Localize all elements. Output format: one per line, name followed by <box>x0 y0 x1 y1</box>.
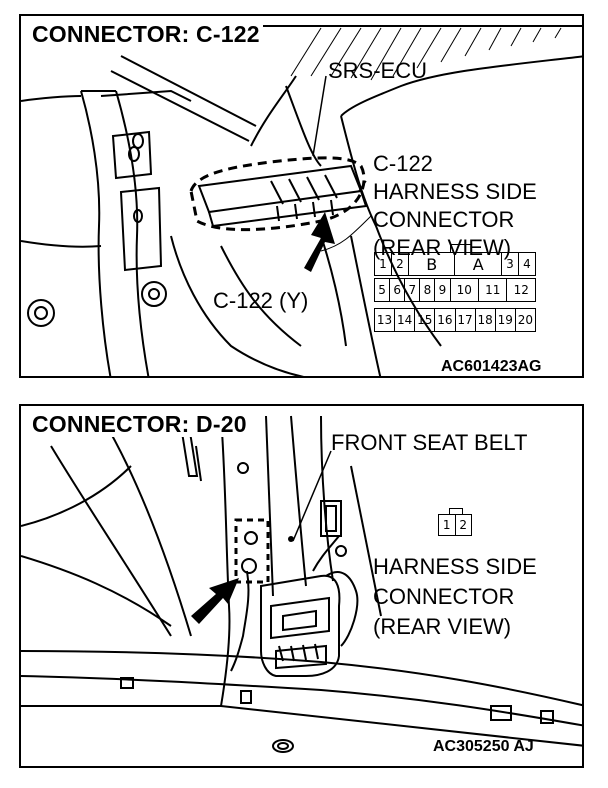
harness-side-line: HARNESS SIDE <box>373 554 537 579</box>
pin-cell: 14 <box>394 308 416 332</box>
pin-cell: 1 <box>438 514 456 536</box>
connector-id-line: C-122 <box>373 151 433 176</box>
seat-belt-location-illustration <box>21 415 582 753</box>
c122-pinout-diagram: 1 2 B A 3 4 5 6 7 8 9 10 11 12 13 <box>373 244 537 350</box>
connector-line: CONNECTOR <box>373 207 515 232</box>
pin-cell: 6 <box>389 278 406 302</box>
pin-cell: 4 <box>517 252 537 276</box>
pin-cell: B <box>407 252 456 276</box>
panel-title: CONNECTOR: D-20 <box>29 411 250 438</box>
connector-line: CONNECTOR <box>373 584 515 609</box>
srs-ecu-label: SRS-ECU <box>328 58 428 83</box>
pin-cell: 12 <box>506 278 536 302</box>
pin-cell: 1 <box>374 252 392 276</box>
pin-cell: 11 <box>478 278 508 302</box>
rear-view-line: (REAR VIEW) <box>373 614 512 639</box>
figure-code: AC305250 AJ <box>433 738 534 755</box>
figure-code: AC601423AG <box>441 358 542 375</box>
pinout-row-2: 5 6 7 8 9 10 11 12 <box>373 278 536 302</box>
connector-d20-panel: CONNECTOR: D-20 FRONT SEAT BELT 1 2 HARN… <box>19 404 584 768</box>
harness-connector-label: HARNESS SIDE CONNECTOR (REAR VIEW) <box>373 552 537 642</box>
pin-cell: 5 <box>373 278 391 302</box>
connector-key-tab <box>449 508 463 515</box>
pin-cell: 2 <box>454 514 472 536</box>
pin-cell: 17 <box>454 308 476 332</box>
pin-cell: 15 <box>414 308 436 332</box>
pinout-row-1: 1 2 B A 3 4 <box>374 252 537 276</box>
pin-cell: 13 <box>373 308 396 332</box>
pin-cell: 7 <box>404 278 421 302</box>
pinout-row-3: 13 14 15 16 17 18 19 20 <box>373 308 537 332</box>
connector-c122-panel: CONNECTOR: C-122 SRS-ECU C-122 HARNESS S… <box>19 14 584 378</box>
pin-cell: 19 <box>494 308 516 332</box>
srs-ecu-location-illustration <box>21 25 582 376</box>
seat-belt-label: FRONT SEAT BELT <box>331 430 528 455</box>
harness-side-line: HARNESS SIDE <box>373 179 537 204</box>
connector-key-tab <box>450 244 472 253</box>
d20-pinout-diagram: 1 2 <box>438 514 472 536</box>
pin-cell: 2 <box>391 252 409 276</box>
panel-title: CONNECTOR: C-122 <box>29 21 263 48</box>
pin-cell: 3 <box>500 252 519 276</box>
pin-cell: 20 <box>514 308 537 332</box>
pin-cell: 18 <box>474 308 496 332</box>
pin-cell: A <box>454 252 502 276</box>
connector-color-label: C-122 (Y) <box>213 288 309 313</box>
pin-cell: 10 <box>449 278 480 302</box>
pin-cell: 9 <box>434 278 451 302</box>
pin-cell: 16 <box>434 308 456 332</box>
pin-cell: 8 <box>419 278 436 302</box>
